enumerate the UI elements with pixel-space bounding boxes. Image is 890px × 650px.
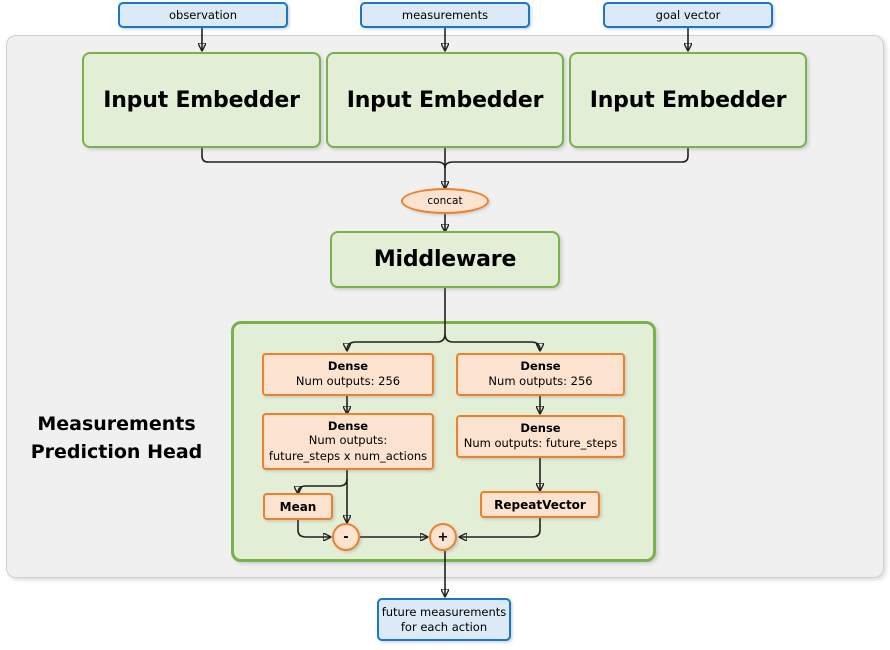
right-dense-2[interactable]: Dense Num outputs: future_steps: [456, 415, 625, 458]
output-future-measurements[interactable]: future measurements for each action: [377, 598, 511, 641]
input-embedder-goal-vector-label: Input Embedder: [589, 87, 787, 113]
right-dense-1[interactable]: Dense Num outputs: 256: [456, 353, 625, 396]
middleware-label: Middleware: [373, 247, 517, 272]
concat-node[interactable]: concat: [401, 188, 489, 214]
input-goal-vector[interactable]: goal vector: [603, 2, 773, 28]
head-title-line-1: Measurements: [37, 413, 196, 435]
right-dense-1-outputs: Num outputs: 256: [488, 374, 593, 389]
left-dense-1[interactable]: Dense Num outputs: 256: [262, 353, 434, 396]
add-op-node[interactable]: +: [429, 523, 457, 551]
input-embedder-measurements[interactable]: Input Embedder: [326, 52, 564, 148]
mean-label: Mean: [279, 499, 317, 514]
input-measurements-label: measurements: [401, 7, 489, 22]
left-dense-1-outputs: Num outputs: 256: [295, 374, 401, 389]
input-observation-label: observation: [168, 7, 237, 22]
input-embedder-observation-label: Input Embedder: [103, 87, 300, 113]
input-goal-vector-label: goal vector: [655, 7, 721, 22]
concat-label: concat: [427, 195, 463, 207]
head-title-line-2: Prediction Head: [30, 440, 203, 463]
subtract-op-node[interactable]: -: [332, 523, 360, 551]
repeat-vector-label: RepeatVector: [494, 497, 586, 512]
mean-block[interactable]: Mean: [263, 493, 333, 520]
right-dense-2-title: Dense: [520, 421, 561, 436]
input-embedder-goal-vector[interactable]: Input Embedder: [569, 52, 807, 148]
add-op-symbol: +: [437, 529, 449, 545]
right-dense-2-outputs: Num outputs: future_steps: [463, 436, 618, 451]
input-observation[interactable]: observation: [118, 2, 288, 28]
left-dense-2-outputs-line-1: Num outputs:: [308, 433, 388, 448]
left-dense-2-outputs-line-2: future_steps x num_actions: [268, 448, 428, 463]
left-dense-2-title: Dense: [327, 418, 369, 433]
subtract-op-symbol: -: [343, 529, 349, 545]
input-measurements[interactable]: measurements: [360, 2, 530, 28]
output-label-line-1: future measurements: [381, 605, 507, 620]
input-embedder-measurements-label: Input Embedder: [346, 87, 544, 113]
measurements-prediction-head-title: Measurements Prediction Head: [24, 411, 209, 466]
left-dense-1-title: Dense: [327, 359, 369, 374]
output-label-line-2: for each action: [400, 619, 488, 634]
repeat-vector-block[interactable]: RepeatVector: [480, 491, 600, 518]
left-dense-2[interactable]: Dense Num outputs: future_steps x num_ac…: [262, 413, 434, 470]
middleware-block[interactable]: Middleware: [330, 231, 560, 288]
right-dense-1-title: Dense: [520, 359, 561, 374]
input-embedder-observation[interactable]: Input Embedder: [82, 52, 321, 148]
